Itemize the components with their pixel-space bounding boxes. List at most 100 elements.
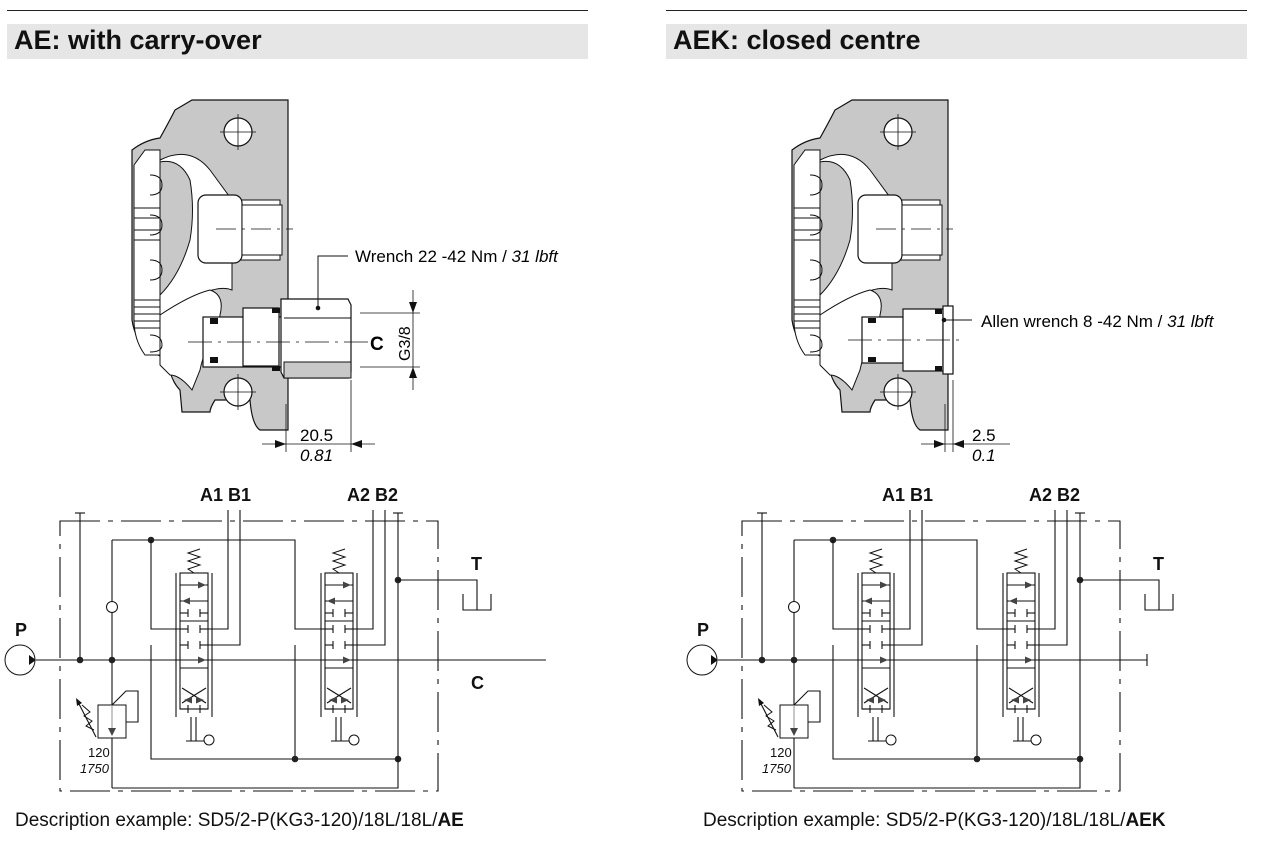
pilot-line [793,690,821,723]
flow-arrow-icon [878,696,886,704]
relief-pressure-bar: 120 [88,745,110,760]
section-header-ae: AE: with carry-over [7,24,588,59]
description-example-ae: Description example: SD5/2-P(KG3-120)/18… [15,810,464,831]
lever-knob-icon [1030,734,1042,746]
dimension-mm-aek: 2.5 [972,426,996,445]
junction-dot [291,755,299,763]
port-label-a2-b2: A2 B2 [347,485,398,505]
thread-label-g38: G3/8 [397,326,414,361]
pipe-line [112,539,328,630]
valve-spool [179,572,209,710]
pipe-line [794,513,1081,789]
port-line-b1 [890,510,923,646]
junction-dot [973,755,981,763]
directional-valve [857,548,897,746]
spring-icon [331,548,347,574]
relief-pressure-bar: 120 [770,745,792,760]
flow-arrow-icon [341,696,349,704]
carryover-label-c: C [471,673,484,693]
section-header-aek: AEK: closed centre [666,24,1247,59]
top-rule-right [666,10,1247,11]
junction-dot [76,656,84,664]
port-line-a2 [353,510,374,630]
adjust-arrow-icon [76,698,82,706]
flow-arrow-icon [880,656,888,664]
spring-icon [186,548,202,574]
port-label-a2-b2: A2 B2 [1029,485,1080,505]
relief-pressure-psi: 1750 [80,761,110,776]
flow-arrow-icon [198,581,206,589]
tank-label-t: T [471,554,482,574]
spring-icon [1013,548,1029,574]
section-title-ae: AE: with carry-over [14,25,262,55]
pump-arrow-icon [29,655,36,665]
flow-arrow-icon [880,581,888,589]
port-label-a1-b1: A1 B1 [882,485,933,505]
flow-arrow-icon [866,696,874,704]
valve-spool [1006,572,1036,710]
valve-spool [324,572,354,710]
pilot-line [111,690,139,723]
pipe-line [1080,579,1160,610]
junction-dot [758,656,766,664]
flow-arrow-icon [1025,656,1033,664]
lever-knob-icon [348,734,360,746]
code-aek: AEK [1125,810,1166,831]
relief-arrow-icon [108,728,116,736]
flow-arrow-icon [329,696,337,704]
directional-valve [1002,548,1042,746]
flow-arrow-icon [343,656,351,664]
flow-arrow-icon [182,597,190,605]
flow-arrow-icon [1023,696,1031,704]
tank-icon [462,594,492,611]
port-label-c: C [370,334,384,355]
port-line-b2 [1035,510,1068,646]
flow-arrow-icon [198,656,206,664]
dimension-mm-ae: 20.5 [300,426,333,445]
wrench-annotation-ae: Wrench 22 -42 Nm / 31 lbft [355,247,559,266]
flow-arrow-icon [1009,597,1017,605]
adjustable-spring-icon [763,704,777,731]
pump-label-p: P [15,620,27,640]
adjust-arrow-icon [758,698,764,706]
relief-pressure-psi: 1750 [762,761,792,776]
pump-arrow-icon [711,655,718,665]
pipe-line [398,579,478,610]
port-line-a1 [890,510,911,630]
top-rule-left [7,10,588,11]
flow-arrow-icon [864,597,872,605]
check-valve-icon [788,601,800,613]
junction-dot [108,656,116,664]
pipe-line [832,645,1080,760]
flow-arrow-icon [1011,696,1019,704]
dimension-in-ae: 0.81 [300,446,333,465]
flow-arrow-icon [196,696,204,704]
spring-icon [868,548,884,574]
port-line-b1 [208,510,241,646]
description-example-aek: Description example: SD5/2-P(KG3-120)/18… [703,810,1166,831]
adjustable-spring-icon [81,704,95,731]
code-ae: AE [437,810,464,831]
section-drawing-ae: Wrench 22 -42 Nm / 31 lbft C G3/8 20.5 0… [131,99,559,465]
directional-valve [320,548,360,746]
flow-arrow-icon [343,581,351,589]
valve-block-boundary [741,520,1121,792]
section-title-aek: AEK: closed centre [673,25,921,55]
port-line-a1 [208,510,229,630]
tank-label-t: T [1153,554,1164,574]
port-line-a2 [1035,510,1056,630]
pipe-line [112,513,399,789]
check-valve-icon [106,601,118,613]
pipe-line [150,645,398,760]
port-label-a1-b1: A1 B1 [200,485,251,505]
adjust-arrow-line [77,701,97,738]
flow-arrow-icon [184,696,192,704]
adjust-arrow-line [759,701,779,738]
lever-knob-icon [885,734,897,746]
dimension-in-aek: 0.1 [972,446,996,465]
pipe-line [794,539,1010,630]
section-drawing-aek: Allen wrench 8 -42 Nm / 31 lbft 2.5 0.1 [791,99,1215,465]
